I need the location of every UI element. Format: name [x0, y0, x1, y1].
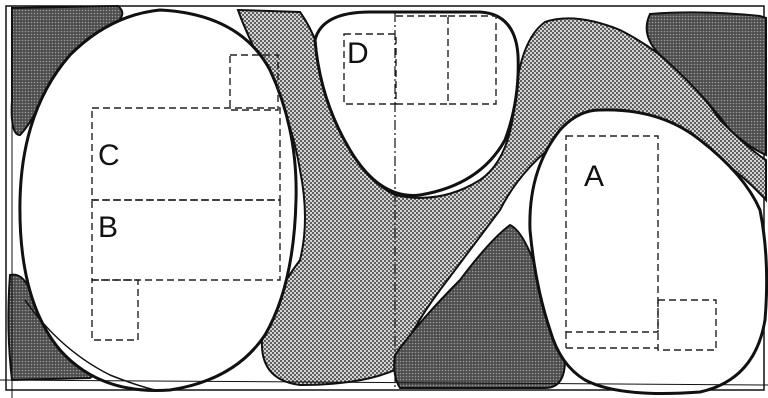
label-d: D [347, 37, 369, 70]
label-c: C [98, 139, 120, 172]
bubble-top [313, 10, 520, 197]
left-bubble-outline [24, 299, 156, 391]
bubble-right [528, 108, 768, 395]
dashed-boxes-right [565, 135, 717, 351]
dark-region-top-right [645, 11, 767, 157]
dashed-boxes-left [91, 54, 281, 341]
label-a: A [584, 160, 604, 193]
label-b: B [98, 211, 118, 244]
frame-axis-bottom [0, 379, 768, 386]
dashed-boxes-top [343, 15, 497, 105]
